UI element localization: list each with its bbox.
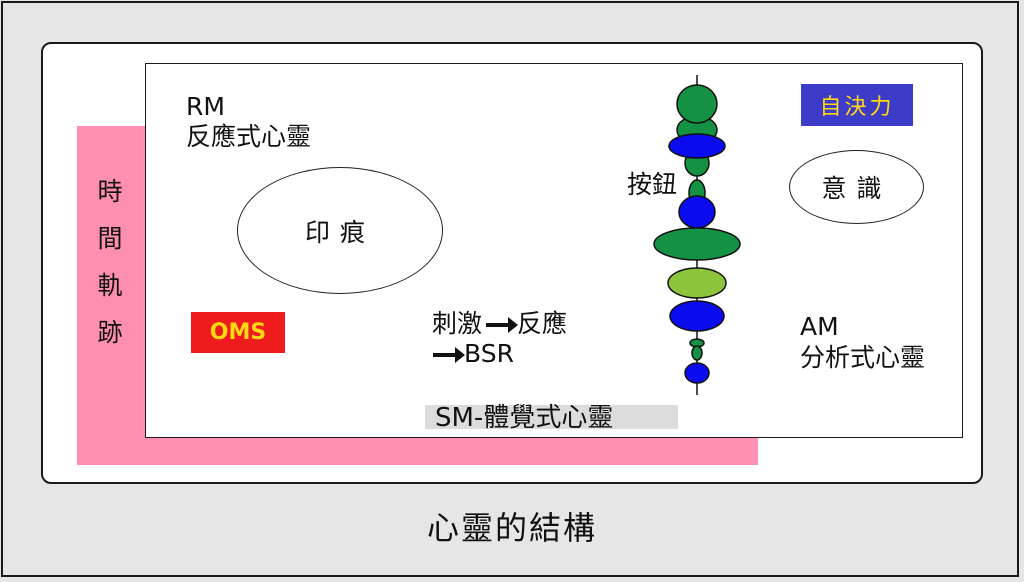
am-code: AM <box>800 312 839 341</box>
time-track-char: 跡 <box>97 318 123 347</box>
bsr-line: BSR <box>429 339 514 369</box>
consciousness-ellipse: 意識 <box>789 150 924 224</box>
sm-label: SM-體覺式心靈 <box>435 403 614 433</box>
time-track-char: 時 <box>97 177 123 206</box>
imprint-label: 印痕 <box>304 217 375 247</box>
imprint-ellipse: 印痕 <box>237 167 443 294</box>
blue-button <box>684 362 710 384</box>
response-label: 反應 <box>517 309 568 338</box>
consciousness-label: 意識 <box>821 174 892 203</box>
self-determination-label: 自決力 <box>819 95 895 120</box>
buttons-label: 按鈕 <box>627 170 678 199</box>
sm-label-box: SM-體覺式心靈 <box>425 403 678 433</box>
arrow-right-icon <box>433 347 465 363</box>
rm-name: 反應式心靈 <box>186 122 312 151</box>
blue-button <box>678 195 716 229</box>
am-name: 分析式心靈 <box>800 343 926 372</box>
bsr-label: BSR <box>464 339 514 368</box>
green-button <box>691 345 703 361</box>
time-track-char: 間 <box>97 224 123 253</box>
rm-code: RM <box>186 92 225 121</box>
green-button <box>676 84 718 124</box>
stimulus-response-line: 刺激 反應 <box>432 309 567 339</box>
arrow-right-icon <box>486 317 519 333</box>
green-button <box>653 227 741 261</box>
time-track-label: 時 間 軌 跡 <box>94 168 126 356</box>
self-determination-box: 自決力 <box>801 84 913 126</box>
oms-label: OMS <box>209 320 267 345</box>
time-track-char: 軌 <box>97 271 123 300</box>
oms-box: OMS <box>191 312 285 353</box>
light-green-button <box>667 267 727 299</box>
blue-button <box>668 133 726 159</box>
diagram-caption: 心靈的結構 <box>426 509 597 547</box>
blue-button <box>669 300 725 332</box>
stimulus-label: 刺激 <box>432 309 483 338</box>
